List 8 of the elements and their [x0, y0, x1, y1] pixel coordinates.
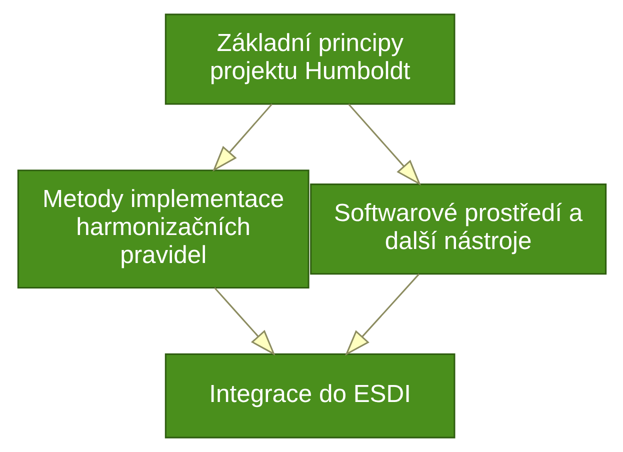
arrow — [344, 274, 420, 356]
arrow — [212, 104, 272, 172]
node-box: Základní principy projektu Humboldt — [164, 14, 455, 105]
node-box: Metody implementace harmonizačních pravidel — [16, 170, 309, 289]
node-box: Softwarové prostředí a další nástroje — [310, 184, 606, 275]
arrow — [348, 104, 420, 186]
node-box: Integrace do ESDI — [164, 353, 455, 438]
arrow — [214, 287, 275, 356]
